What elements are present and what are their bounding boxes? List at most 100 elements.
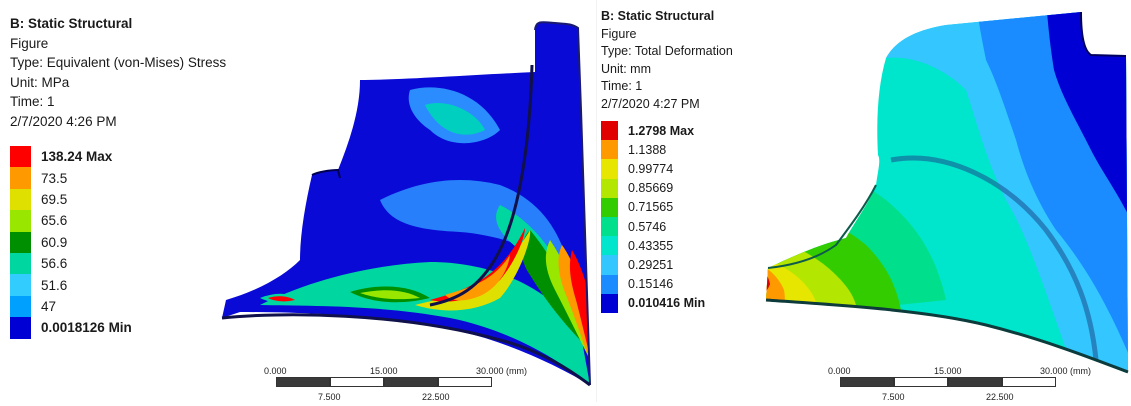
legend-swatch xyxy=(601,216,618,237)
legend-label: 0.71565 xyxy=(628,200,674,215)
scale-segment xyxy=(948,377,1002,387)
result-timestamp: 2/7/2020 4:27 PM xyxy=(601,96,700,111)
legend-swatch xyxy=(10,252,31,275)
scale-segment xyxy=(438,377,492,387)
blade-edge-line xyxy=(534,21,591,386)
legend-band-8[interactable]: 0.15146 xyxy=(601,274,705,294)
deformation-contour-model[interactable] xyxy=(756,0,1131,400)
legend-band-5[interactable]: 56.6 xyxy=(10,252,132,275)
legend-swatch xyxy=(10,146,31,168)
legend-swatch xyxy=(10,274,31,296)
panel-divider xyxy=(596,0,597,402)
stress-scale-bar: 0.000 15.000 30.000 (mm) 7.500 22.500 xyxy=(262,366,532,406)
scale-tick-15: 15.000 xyxy=(370,366,398,376)
hub-edge-line xyxy=(221,313,591,387)
blade-edge-line xyxy=(767,184,877,269)
legend-label: 0.99774 xyxy=(628,161,674,176)
legend-band-9[interactable]: 0.010416 Min xyxy=(601,293,705,313)
scale-tick-22-5: 22.500 xyxy=(422,392,450,402)
legend-band-0[interactable]: 1.2798 Max xyxy=(601,121,705,141)
figure-label: Figure xyxy=(601,26,637,41)
analysis-title: B: Static Structural xyxy=(601,9,715,23)
legend-band-3[interactable]: 0.85669 xyxy=(601,178,705,198)
legend-label: 51.6 xyxy=(41,277,68,293)
result-type: Type: Equivalent (von-Mises) Stress xyxy=(10,55,227,70)
legend-label: 0.15146 xyxy=(628,277,674,292)
legend-band-4[interactable]: 0.71565 xyxy=(601,197,705,217)
scale-tick-0: 0.000 xyxy=(264,366,287,376)
legend-band-4[interactable]: 60.9 xyxy=(10,231,132,253)
scale-segment xyxy=(1002,377,1056,387)
legend-swatch xyxy=(10,167,31,189)
blade-edge-line xyxy=(429,64,534,307)
legend-label: 1.1388 xyxy=(628,142,667,157)
result-time: Time: 1 xyxy=(10,94,55,109)
scale-tick-30: 30.000 (mm) xyxy=(476,366,528,376)
scale-segment xyxy=(276,377,330,387)
stress-result-panel: B: Static Structural Figure Type: Equiva… xyxy=(10,0,600,402)
result-unit: Unit: MPa xyxy=(10,74,70,90)
result-timestamp: 2/7/2020 4:26 PM xyxy=(10,113,117,129)
stress-color-legend[interactable]: 138.24 Max 73.5 69.5 65.6 60.9 56.6 51.6… xyxy=(10,146,132,339)
legend-band-7[interactable]: 47 xyxy=(10,295,132,318)
figure-label: Figure xyxy=(10,35,49,51)
scale-tick-7-5: 7.500 xyxy=(318,392,341,402)
scale-tick-15: 15.000 xyxy=(934,366,962,376)
result-unit: Unit: mm xyxy=(601,61,651,76)
legend-swatch xyxy=(10,231,31,253)
deformation-info-block: B: Static Structural Figure Type: Total … xyxy=(601,8,733,113)
blade-edge-line xyxy=(311,168,341,179)
scale-tick-22-5: 22.500 xyxy=(986,392,1014,402)
legend-band-6[interactable]: 51.6 xyxy=(10,274,132,296)
legend-swatch xyxy=(10,317,31,339)
analysis-title: B: Static Structural xyxy=(10,16,133,31)
scale-segment xyxy=(894,377,948,387)
legend-min-label: 0.0018126 Min xyxy=(41,320,132,336)
legend-band-2[interactable]: 0.99774 xyxy=(601,159,705,179)
legend-band-3[interactable]: 65.6 xyxy=(10,210,132,232)
legend-label: 0.43355 xyxy=(628,238,674,253)
deformation-scale-bar: 0.000 15.000 30.000 (mm) 7.500 22.500 xyxy=(826,366,1096,406)
legend-swatch xyxy=(601,121,618,141)
legend-label: 0.29251 xyxy=(628,257,674,272)
legend-band-8[interactable]: 0.0018126 Min xyxy=(10,317,132,339)
deformation-contour-fill xyxy=(766,12,1128,372)
legend-max-label: 138.24 Max xyxy=(41,149,113,165)
legend-label: 69.5 xyxy=(41,191,68,207)
legend-label: 0.85669 xyxy=(628,181,674,196)
deformation-color-legend[interactable]: 1.2798 Max 1.1388 0.99774 0.85669 0.7156… xyxy=(601,121,705,313)
legend-band-6[interactable]: 0.43355 xyxy=(601,236,705,256)
legend-band-5[interactable]: 0.5746 xyxy=(601,216,705,237)
result-time: Time: 1 xyxy=(601,79,643,93)
legend-label: 65.6 xyxy=(41,213,68,229)
scale-segment xyxy=(840,377,894,387)
legend-swatch xyxy=(10,188,31,211)
stress-contour-fill xyxy=(222,22,590,385)
legend-swatch xyxy=(601,140,618,160)
legend-swatch xyxy=(601,274,618,294)
stress-contour-model[interactable] xyxy=(200,0,600,400)
scale-segment xyxy=(384,377,438,387)
legend-band-2[interactable]: 69.5 xyxy=(10,188,132,211)
legend-swatch xyxy=(601,255,618,275)
scale-tick-30: 30.000 (mm) xyxy=(1040,366,1092,376)
blade-edge-line xyxy=(1080,11,1127,57)
legend-swatch xyxy=(601,236,618,256)
scale-segment xyxy=(330,377,384,387)
result-type: Type: Total Deformation xyxy=(601,44,733,58)
hub-edge-line xyxy=(765,298,1129,374)
legend-band-7[interactable]: 0.29251 xyxy=(601,255,705,275)
stress-info-block: B: Static Structural Figure Type: Equiva… xyxy=(10,14,226,131)
legend-band-1[interactable]: 1.1388 xyxy=(601,140,705,160)
legend-label: 47 xyxy=(41,298,57,314)
legend-label: 56.6 xyxy=(41,256,68,272)
blade-edge-line xyxy=(890,155,1099,361)
legend-label: 0.5746 xyxy=(628,219,667,234)
legend-band-1[interactable]: 73.5 xyxy=(10,167,132,189)
scale-tick-0: 0.000 xyxy=(828,366,851,376)
legend-swatch xyxy=(601,197,618,217)
scale-tick-7-5: 7.500 xyxy=(882,392,905,402)
legend-swatch xyxy=(601,159,618,179)
legend-band-0[interactable]: 138.24 Max xyxy=(10,146,132,168)
legend-label: 60.9 xyxy=(41,234,68,250)
